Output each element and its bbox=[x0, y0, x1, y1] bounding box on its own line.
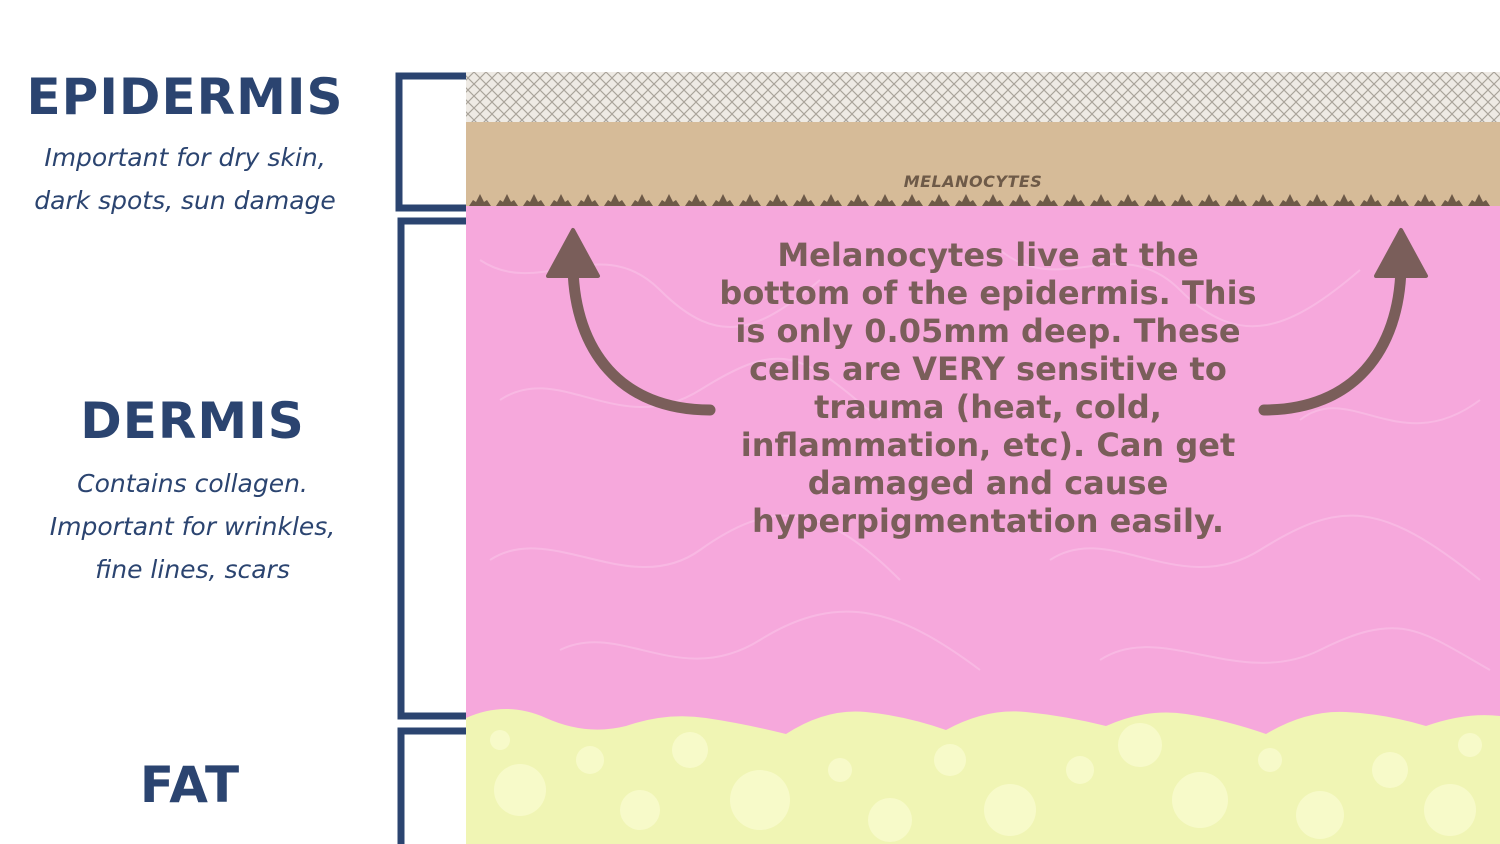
melanocyte-cell bbox=[469, 194, 491, 206]
melanocyte-cell bbox=[1117, 194, 1139, 206]
melanocyte-cell bbox=[1171, 194, 1193, 206]
epidermis-title: EPIDERMIS bbox=[26, 68, 344, 126]
melanocyte-cell bbox=[631, 194, 653, 206]
melanocyte-cell bbox=[1468, 194, 1490, 206]
melanocyte-cell bbox=[1063, 194, 1085, 206]
dermis-description-line: fine lines, scars bbox=[95, 555, 290, 584]
epidermis-description-line: Important for dry skin, bbox=[44, 143, 326, 172]
melanocyte-cell bbox=[1036, 194, 1058, 206]
epidermis-label-block: EPIDERMIS Important for dry skin, dark s… bbox=[0, 72, 370, 222]
melanocyte-cell bbox=[1198, 194, 1220, 206]
epidermis-layer bbox=[466, 122, 1500, 206]
melanocyte-cell bbox=[1144, 194, 1166, 206]
layer-brackets bbox=[395, 72, 466, 844]
fat-label-block: FAT bbox=[0, 760, 380, 810]
epidermis-description: Important for dry skin, dark spots, sun … bbox=[0, 136, 370, 222]
melanocyte-cell bbox=[1360, 194, 1382, 206]
melanocyte-row bbox=[469, 194, 1490, 206]
fat-bracket bbox=[397, 727, 466, 844]
epidermis-bracket bbox=[395, 72, 466, 212]
melanocyte-cell bbox=[1414, 194, 1436, 206]
melanocyte-cell bbox=[1333, 194, 1355, 206]
melanocyte-cell bbox=[1306, 194, 1328, 206]
melanocyte-info-text: Melanocytes live at the bottom of the ep… bbox=[719, 236, 1257, 540]
melanocyte-cell bbox=[793, 194, 815, 206]
melanocyte-cell bbox=[604, 194, 626, 206]
melanocyte-cell bbox=[712, 194, 734, 206]
melanocyte-cell bbox=[1441, 194, 1463, 206]
fat-cells bbox=[490, 723, 1482, 842]
melanocyte-cell bbox=[847, 194, 869, 206]
melanocyte-cell bbox=[1387, 194, 1409, 206]
dermis-bracket bbox=[397, 217, 466, 720]
melanocyte-cell bbox=[658, 194, 680, 206]
melanocyte-cell bbox=[685, 194, 707, 206]
melanocytes-label: MELANOCYTES bbox=[903, 172, 1043, 191]
melanocyte-cell bbox=[739, 194, 761, 206]
right-arrow-icon bbox=[1258, 228, 1428, 416]
melanocyte-cell bbox=[577, 194, 599, 206]
fat-layer bbox=[466, 709, 1500, 844]
dermis-description: Contains collagen. Important for wrinkle… bbox=[5, 462, 380, 591]
melanocyte-cell bbox=[1252, 194, 1274, 206]
melanocyte-cell bbox=[766, 194, 788, 206]
left-arrow-icon bbox=[546, 228, 716, 416]
melanocyte-cell bbox=[982, 194, 1004, 206]
melanocyte-cell bbox=[1225, 194, 1247, 206]
dermis-title: DERMIS bbox=[80, 392, 305, 450]
epidermis-description-line: dark spots, sun damage bbox=[34, 186, 336, 215]
dermis-label-block: DERMIS Contains collagen. Important for … bbox=[5, 396, 380, 591]
melanocyte-cell bbox=[901, 194, 923, 206]
melanocyte-cell bbox=[1009, 194, 1031, 206]
melanocyte-cell bbox=[496, 194, 518, 206]
melanocyte-cell bbox=[874, 194, 896, 206]
melanocyte-cell bbox=[1279, 194, 1301, 206]
skin-surface-layer bbox=[466, 72, 1500, 122]
melanocyte-cell bbox=[820, 194, 842, 206]
dermis-fibers bbox=[479, 249, 1491, 671]
melanocyte-cell bbox=[928, 194, 950, 206]
melanocyte-cell bbox=[523, 194, 545, 206]
fat-title: FAT bbox=[139, 756, 241, 814]
melanocyte-cell bbox=[550, 194, 572, 206]
dermis-description-line: Contains collagen. bbox=[77, 469, 308, 498]
melanocyte-cell bbox=[1090, 194, 1112, 206]
melanocyte-cell bbox=[955, 194, 977, 206]
dermis-description-line: Important for wrinkles, bbox=[49, 512, 336, 541]
